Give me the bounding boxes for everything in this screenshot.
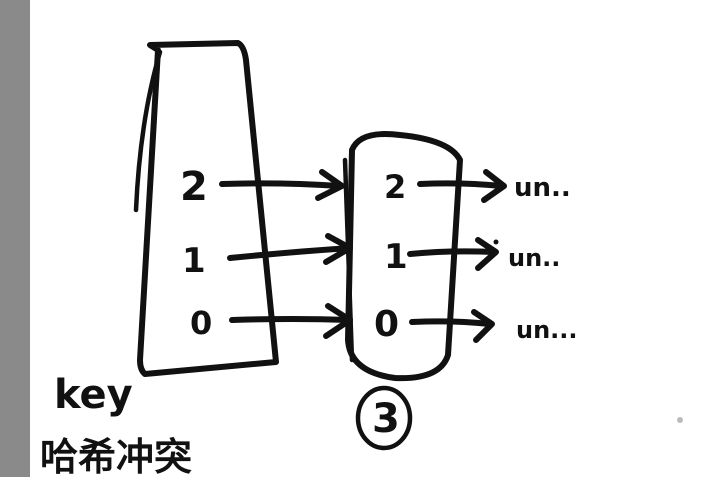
- stray-dot-2: [677, 417, 683, 423]
- arrow-row-1: [227, 233, 353, 265]
- caption-hash-collision: 哈希冲突: [40, 435, 192, 477]
- middle-key-2: 2: [384, 168, 406, 206]
- middle-bucket-overstroke: [342, 157, 355, 363]
- stray-dot-1: [493, 239, 499, 245]
- arrow-row-2: [219, 169, 345, 201]
- caption-key: key: [54, 372, 133, 418]
- left-key-0: 0: [190, 304, 212, 342]
- left-array-overstroke: [133, 49, 163, 213]
- left-array-box: [137, 40, 279, 377]
- value-text-2: un..: [514, 173, 571, 203]
- arrow-value-2: [417, 169, 507, 203]
- left-key-2: 2: [180, 164, 208, 210]
- value-text-1: un..: [508, 244, 560, 272]
- value-text-0: un...: [516, 316, 578, 344]
- left-key-1: 1: [182, 241, 206, 281]
- middle-key-1: 1: [384, 237, 408, 277]
- middle-key-0: 0: [374, 304, 399, 345]
- middle-bucket-box: [345, 131, 463, 382]
- arrow-value-1: [407, 237, 499, 271]
- badge-circle: [355, 385, 413, 451]
- arrow-value-0: [409, 309, 495, 343]
- badge-label: 3: [372, 396, 400, 442]
- arrow-row-0: [229, 303, 353, 339]
- side-bar: [0, 0, 30, 477]
